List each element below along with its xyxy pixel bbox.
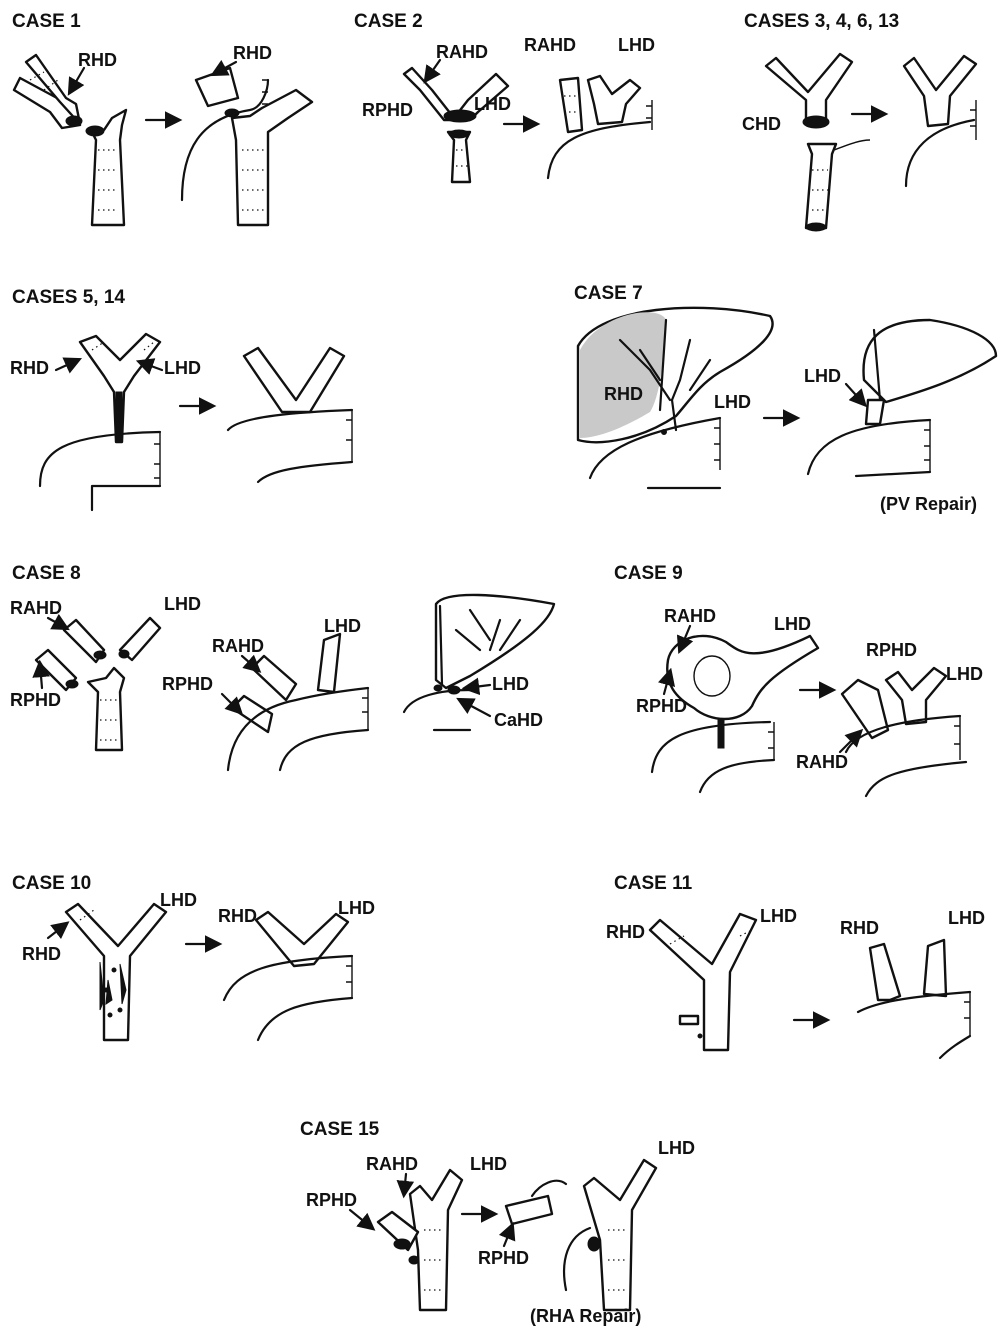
duct-label-lhd: LHD bbox=[164, 358, 201, 378]
duct-diagram-after bbox=[224, 912, 352, 1040]
duct-label-rahd: RAHD bbox=[436, 42, 488, 62]
duct-label-rhd: RHD bbox=[604, 384, 643, 404]
pointer-arrow bbox=[840, 732, 860, 752]
pointer-arrow bbox=[70, 68, 84, 92]
pointer-arrow bbox=[350, 1210, 372, 1228]
duct-label-lhd: LHD bbox=[714, 392, 751, 412]
pointer-arrow bbox=[40, 664, 42, 688]
liver-diagram-after bbox=[808, 320, 996, 476]
duct-diagram-before bbox=[404, 68, 508, 182]
pointer-arrow bbox=[404, 1174, 406, 1194]
duct-label-rhd: RHD bbox=[22, 944, 61, 964]
panel-title: CASE 10 bbox=[12, 873, 91, 894]
duct-label-lhd: LHD bbox=[948, 908, 985, 928]
duct-label-rphd: RPHD bbox=[866, 640, 917, 660]
panel-cases-3-4-6-13: CASES 3, 4, 6, 13 CHD bbox=[742, 11, 976, 231]
panel-title: CASE 15 bbox=[300, 1119, 380, 1140]
duct-label-lhd: LHD bbox=[324, 616, 361, 636]
pointer-arrow bbox=[846, 384, 864, 404]
duct-label-lhd: LHD bbox=[760, 906, 797, 926]
duct-diagram-before bbox=[40, 334, 160, 510]
duct-label-chd: CHD bbox=[742, 114, 781, 134]
pointer-arrow bbox=[140, 362, 162, 370]
duct-diagram-before bbox=[378, 1170, 462, 1310]
panel-case-2: CASE 2 RAHD RPHD LHD RAHD LHD bbox=[354, 11, 655, 182]
duct-diagram-after bbox=[904, 56, 976, 186]
pointer-arrow bbox=[426, 60, 440, 80]
pointer-arrow bbox=[466, 685, 490, 688]
duct-label-lhd: LHD bbox=[946, 664, 983, 684]
pointer-arrow bbox=[460, 700, 490, 716]
duct-label-lhd: LHD bbox=[164, 594, 201, 614]
panel-case-7: CASE 7 RHD LHD LHD (PV Repair) bbox=[574, 283, 996, 514]
duct-label-lhd: LHD bbox=[774, 614, 811, 634]
duct-label-rahd: RAHD bbox=[664, 606, 716, 626]
duct-label-rhd: RHD bbox=[10, 358, 49, 378]
pointer-arrow bbox=[504, 1226, 512, 1246]
duct-diagram-before bbox=[66, 904, 166, 1040]
panel-title: CASE 7 bbox=[574, 283, 643, 304]
panel-title: CASES 5, 14 bbox=[12, 287, 125, 308]
panel-title: CASE 8 bbox=[12, 563, 81, 584]
panel-title: CASE 2 bbox=[354, 11, 423, 32]
duct-label-rhd: RHD bbox=[606, 922, 645, 942]
duct-diagram-before bbox=[650, 914, 756, 1050]
duct-label-rahd: RAHD bbox=[524, 35, 576, 55]
duct-label-rphd: RPHD bbox=[636, 696, 687, 716]
duct-label-lhd: LHD bbox=[618, 35, 655, 55]
duct-label-lhd: LHD bbox=[492, 674, 529, 694]
duct-label-rphd: RPHD bbox=[10, 690, 61, 710]
panel-title: CASES 3, 4, 6, 13 bbox=[744, 11, 899, 32]
duct-diagram-before bbox=[766, 54, 870, 231]
duct-diagram-after bbox=[228, 348, 352, 482]
duct-label-rphd: RPHD bbox=[362, 100, 413, 120]
panel-case-15: CASE 15 RAHD LHD RPHD RPHD LHD (RHA Repa… bbox=[300, 1119, 695, 1326]
panel-title: CASE 9 bbox=[614, 563, 683, 584]
repair-note: (RHA Repair) bbox=[530, 1306, 641, 1326]
duct-diagram-after bbox=[548, 76, 652, 178]
duct-label-rphd: RPHD bbox=[306, 1190, 357, 1210]
duct-label-rphd: RPHD bbox=[478, 1248, 529, 1268]
panel-case-10: CASE 10 LHD RHD RHD LHD bbox=[12, 873, 375, 1040]
panel-case-8: CASE 8 RAHD bbox=[10, 563, 554, 770]
duct-diagram-before bbox=[14, 55, 126, 225]
duct-label-rphd: RPHD bbox=[162, 674, 213, 694]
duct-diagram-after bbox=[506, 1160, 656, 1310]
duct-label-lhd: LHD bbox=[474, 94, 511, 114]
panel-cases-5-14: CASES 5, 14 RHD LHD bbox=[10, 287, 352, 510]
duct-label-cahd: CaHD bbox=[494, 710, 543, 730]
duct-label-lhd: LHD bbox=[160, 890, 197, 910]
duct-label-rahd: RAHD bbox=[796, 752, 848, 772]
duct-label-lhd: LHD bbox=[804, 366, 841, 386]
duct-label-rhd: RHD bbox=[840, 918, 879, 938]
duct-label-lhd: LHD bbox=[338, 898, 375, 918]
panel-title: CASE 11 bbox=[614, 873, 693, 894]
pointer-arrow bbox=[56, 360, 78, 370]
duct-label-rahd: RAHD bbox=[366, 1154, 418, 1174]
duct-diagram-after bbox=[182, 68, 312, 225]
panel-case-9: CASE 9 RAHD LHD RPHD RPHD LHD RAHD bbox=[614, 563, 983, 796]
panel-case-1: CASE 1 RHD RHD bbox=[12, 11, 312, 225]
pointer-arrow bbox=[48, 924, 66, 938]
duct-label-rhd: RHD bbox=[218, 906, 257, 926]
duct-label-rahd: RAHD bbox=[10, 598, 62, 618]
duct-label-lhd: LHD bbox=[470, 1154, 507, 1174]
duct-diagram-after bbox=[858, 940, 970, 1058]
repair-note: (PV Repair) bbox=[880, 494, 977, 514]
panel-case-11: CASE 11 RHD LHD RHD LHD bbox=[606, 873, 985, 1058]
panel-title: CASE 1 bbox=[12, 11, 81, 32]
duct-label-rhd: RHD bbox=[233, 43, 272, 63]
duct-diagram-before bbox=[36, 618, 160, 750]
duct-label-rahd: RAHD bbox=[212, 636, 264, 656]
pointer-arrow bbox=[48, 618, 66, 628]
duct-label-lhd: LHD bbox=[658, 1138, 695, 1158]
